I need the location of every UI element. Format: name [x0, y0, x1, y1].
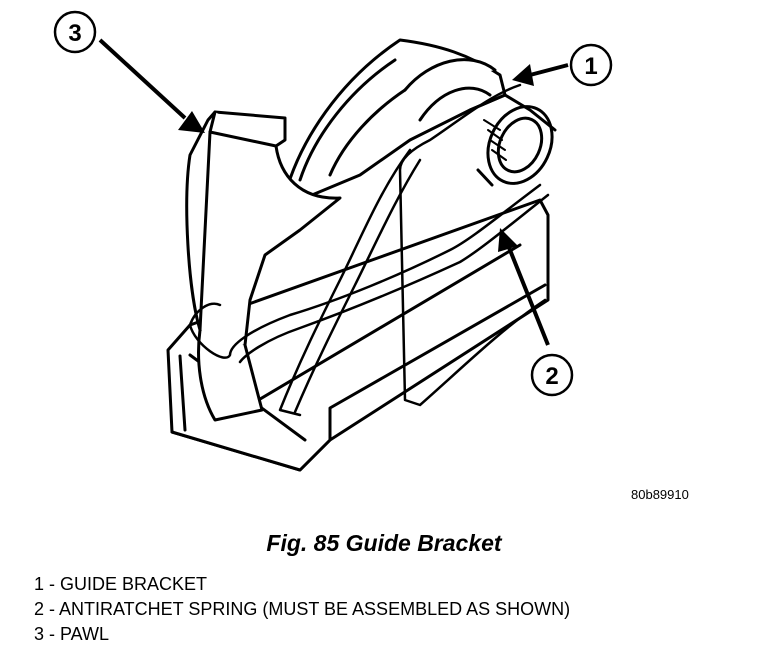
antiratchet-spring-shape — [188, 83, 550, 417]
legend-item: 1 - GUIDE BRACKET — [34, 574, 208, 594]
callout-2: 2 — [530, 353, 574, 397]
guide-bracket-illustration: 1 2 3 — [53, 10, 613, 472]
callout-3-arrow — [98, 38, 205, 133]
callout-3: 3 — [53, 10, 97, 54]
pivot-shaft-shape — [468, 93, 557, 187]
figure-code: 80b89910 — [631, 487, 689, 502]
callout-3-number: 3 — [68, 20, 81, 47]
legend-item: 3 - PAWL — [34, 624, 110, 644]
callout-2-arrow — [498, 228, 550, 346]
legend-list: 1 - GUIDE BRACKET 2 - ANTIRATCHET SPRING… — [34, 572, 570, 647]
pawl-shape — [185, 110, 342, 422]
callout-1-number: 1 — [584, 53, 597, 80]
bracket-upper-arm — [283, 38, 507, 202]
callout-1: 1 — [569, 43, 613, 87]
legend-item: 2 - ANTIRATCHET SPRING (MUST BE ASSEMBLE… — [34, 599, 571, 619]
figure-caption: Fig. 85 Guide Bracket — [266, 530, 502, 556]
callout-1-arrow — [512, 63, 569, 86]
callout-2-number: 2 — [545, 363, 558, 390]
